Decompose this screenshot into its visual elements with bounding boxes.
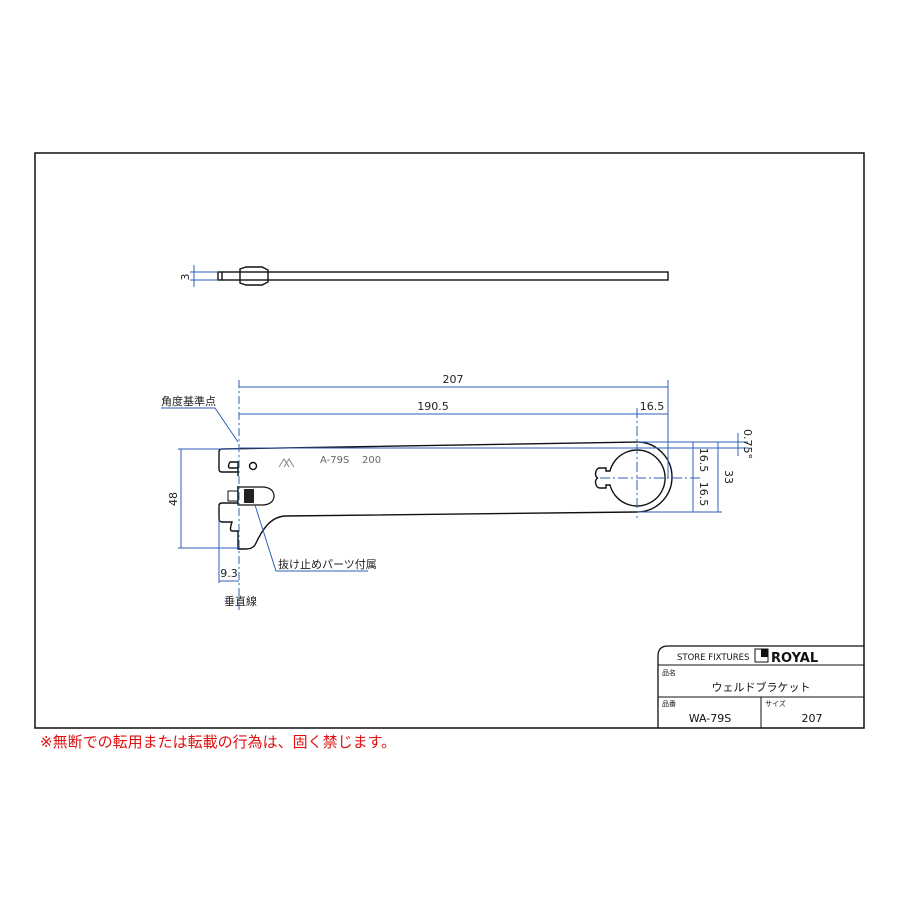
dim-height: 48 bbox=[167, 492, 180, 506]
callout-angle-reference: 角度基準点 bbox=[161, 394, 216, 408]
product-code: WA-79S bbox=[689, 712, 732, 725]
retainer-part-top bbox=[239, 266, 269, 286]
dim-hook-offset: 9.3 bbox=[220, 567, 238, 580]
thickness-dimension: 3 bbox=[179, 274, 192, 281]
dim-half-upper: 16.5 bbox=[697, 448, 710, 473]
size-label: サイズ bbox=[765, 699, 786, 708]
callout-retainer-part: 抜け止めパーツ付属 bbox=[278, 557, 377, 571]
engraving-model: A-79S bbox=[320, 455, 349, 466]
dim-half-lower: 16.5 bbox=[697, 482, 710, 507]
product-size: 207 bbox=[802, 712, 823, 725]
dim-to-center: 190.5 bbox=[417, 400, 449, 413]
engraving-size: 200 bbox=[362, 455, 381, 466]
code-label: 品番 bbox=[662, 700, 676, 708]
logo-mark-icon bbox=[278, 458, 295, 468]
dim-end-radius: 16.5 bbox=[640, 400, 665, 413]
dim-end-height: 33 bbox=[722, 470, 735, 484]
brand-name: ROYAL bbox=[771, 651, 818, 666]
drawing-frame bbox=[34, 152, 865, 729]
copyright-notice: ※無断での転用または転載の行為は、固く禁じます。 bbox=[40, 733, 397, 751]
dim-angle: 0.75° bbox=[741, 429, 754, 459]
name-label: 品名 bbox=[662, 668, 676, 677]
top-view: 3 bbox=[179, 265, 669, 287]
company-label: STORE FIXTURES bbox=[677, 653, 749, 663]
product-name: ウェルドブラケット bbox=[712, 680, 811, 694]
title-block: STORE FIXTURES ROYAL 品名 ウェルドブラケット 品番 WA-… bbox=[657, 645, 864, 728]
side-view: A-79S 200 207 190.5 16.5 16.5 16.5 33 0.… bbox=[161, 373, 754, 610]
pin-hole bbox=[248, 461, 258, 471]
dim-overall-length: 207 bbox=[443, 373, 464, 386]
retainer-part bbox=[237, 486, 275, 506]
callout-vertical-line: 垂直線 bbox=[224, 594, 257, 608]
